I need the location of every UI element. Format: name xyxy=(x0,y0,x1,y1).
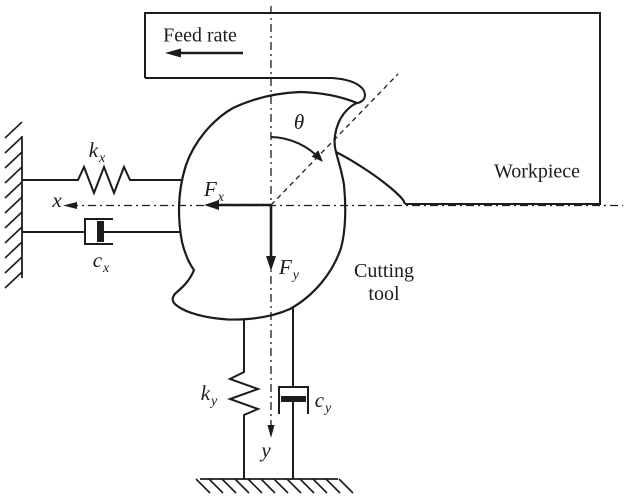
damper-cx-piston xyxy=(97,221,104,242)
cutting-tool-label-line1: Cutting xyxy=(353,260,415,282)
ground-hatching xyxy=(195,478,354,494)
ground xyxy=(195,478,354,494)
workpiece-label: Workpiece xyxy=(493,160,581,183)
ky-label: ky xyxy=(200,380,218,409)
wall-left xyxy=(4,121,23,289)
damper-cy-cylinder xyxy=(278,386,309,414)
cutting-tool-label-line2: tool xyxy=(368,283,400,305)
cutter-engaged-tooth-flank xyxy=(335,151,407,205)
kx-label: kx xyxy=(88,137,106,166)
cutting-tool-label: Cutting tool xyxy=(354,260,414,306)
x-axis-label: x xyxy=(52,187,62,212)
damper-cx xyxy=(22,218,195,245)
damper-cx-cylinder xyxy=(84,218,113,245)
x-axis-arrowhead xyxy=(63,202,77,209)
fy-arrow xyxy=(266,205,276,271)
tooth-angle-line xyxy=(270,73,399,206)
spring-ky xyxy=(227,310,261,479)
cy-label: cy xyxy=(314,387,332,416)
y-axis-arrowhead xyxy=(267,425,275,438)
feed-rate-label: Feed rate xyxy=(163,24,237,47)
theta-arc xyxy=(270,136,323,162)
fy-label: Fy xyxy=(278,254,300,283)
cx-label: cx xyxy=(92,247,110,276)
theta-label: θ xyxy=(293,109,305,134)
reference-lines xyxy=(70,6,623,430)
spring-kx xyxy=(22,164,195,196)
workpiece-body xyxy=(144,12,601,205)
feed-rate-arrow xyxy=(165,48,243,58)
wall-hatching xyxy=(4,121,23,289)
fx-label: Fx xyxy=(203,176,225,205)
damper-cy-piston xyxy=(281,396,306,402)
fx-arrow xyxy=(204,200,271,210)
damper-cy xyxy=(278,298,309,479)
y-axis-label: y xyxy=(261,437,271,462)
theta-arc-arrowhead xyxy=(311,150,323,162)
